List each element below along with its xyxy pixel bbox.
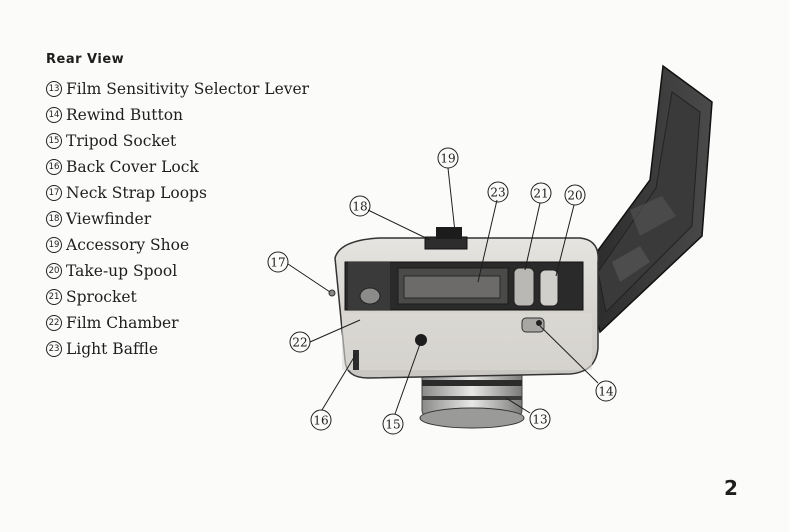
callout-23: 23: [488, 182, 508, 202]
callout-19-number: 19: [440, 152, 455, 166]
callout-17-number: 17: [270, 256, 285, 270]
callout-16: 16: [311, 410, 331, 430]
callout-20-number: 20: [567, 189, 582, 203]
callout-13-number: 13: [532, 413, 547, 427]
back-door: [585, 66, 712, 332]
callout-14: 14: [596, 381, 616, 401]
callout-21: 21: [531, 183, 551, 203]
callout-18: 18: [350, 196, 370, 216]
callout-22-number: 22: [292, 336, 307, 350]
callout-15: 15: [383, 414, 403, 434]
callout-16-number: 16: [313, 414, 328, 428]
callout-15-number: 15: [385, 418, 400, 432]
callout-14-number: 14: [598, 385, 614, 399]
callout-19: 19: [438, 148, 458, 168]
callout-22: 22: [290, 332, 310, 352]
callout-17: 17: [268, 252, 288, 272]
callout-18-number: 18: [352, 200, 367, 214]
callout-20: 20: [565, 185, 585, 205]
page-number: 2: [724, 476, 738, 500]
callout-13: 13: [530, 409, 550, 429]
camera-body: [329, 227, 598, 378]
callout-23-number: 23: [490, 186, 505, 200]
callout-21-number: 21: [533, 187, 548, 201]
